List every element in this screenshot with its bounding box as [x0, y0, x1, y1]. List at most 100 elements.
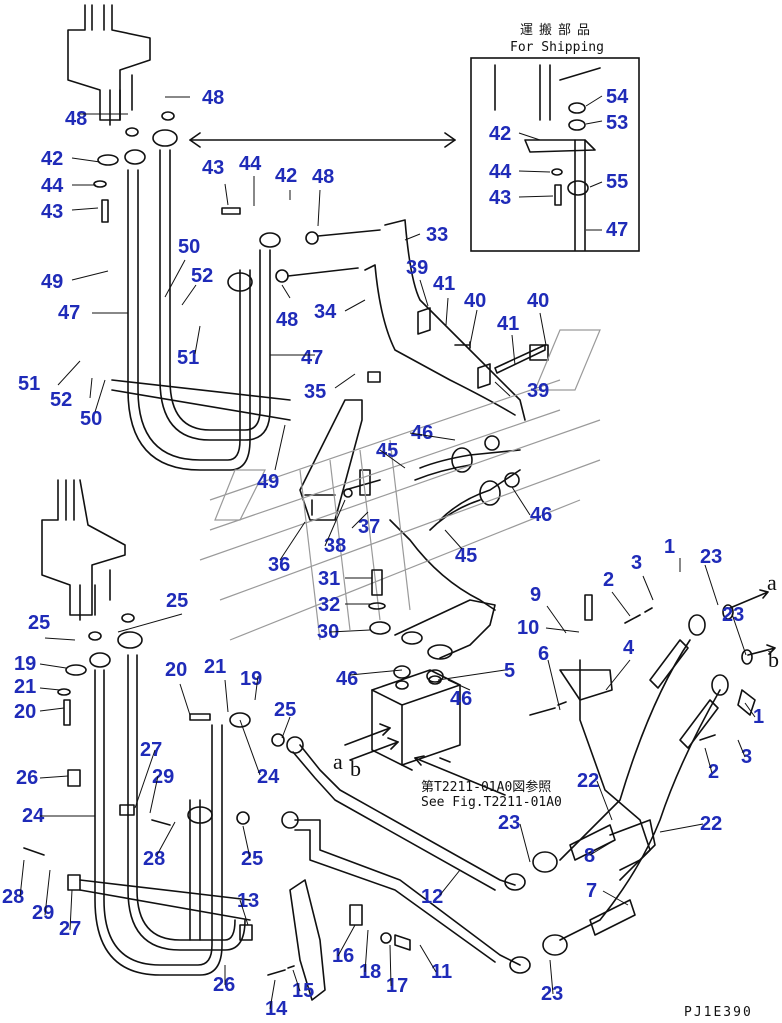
callout: 50: [80, 408, 102, 430]
callout: 46: [450, 688, 472, 710]
callout: 10: [517, 617, 539, 639]
callout: 41: [433, 273, 455, 295]
callout: 48: [202, 87, 224, 109]
callout: 43: [489, 187, 511, 209]
callout: 54: [606, 86, 629, 108]
callout: 51: [18, 373, 40, 395]
callout: 2: [708, 761, 719, 783]
callout: 43: [202, 157, 224, 179]
callout-labels: 48 48 42 44 43 43 44 42 48 33 50 52 49 4…: [2, 86, 764, 1020]
callout: 27: [140, 739, 162, 761]
callout: 16: [332, 945, 354, 967]
callout: 52: [50, 389, 72, 411]
callout: 24: [257, 766, 280, 788]
upper-left-flanges: [93, 111, 319, 292]
callout: 51: [177, 347, 199, 369]
callout: 22: [700, 813, 722, 835]
callout: 49: [41, 271, 63, 293]
callout: 2: [603, 569, 614, 591]
callout: 47: [301, 347, 323, 369]
callout: 22: [577, 770, 599, 792]
callout: 53: [606, 112, 628, 134]
port-b-lower: b: [768, 647, 779, 672]
callout: 11: [431, 961, 452, 983]
callout: 42: [489, 123, 511, 145]
callout: 8: [584, 845, 595, 867]
callout: 47: [606, 219, 628, 241]
right-upper-hoses: [287, 219, 526, 611]
port-b-upper: b: [350, 756, 361, 781]
steel-tubes: [281, 736, 531, 974]
callout: 4: [623, 637, 635, 659]
callout: 19: [14, 653, 36, 675]
callout: 41: [497, 313, 519, 335]
callout: 7: [586, 880, 597, 902]
callout: 19: [240, 668, 262, 690]
callout: 28: [2, 886, 24, 908]
callout: 39: [527, 380, 549, 402]
callout: 25: [166, 590, 188, 612]
callout: 46: [530, 504, 552, 526]
central-fittings: [368, 569, 496, 660]
callout: 14: [265, 998, 288, 1020]
callout: 42: [41, 148, 63, 170]
double-arrow: [189, 132, 456, 148]
callout: 17: [386, 975, 408, 997]
callout: 37: [358, 516, 380, 538]
lower-left-fittings: [23, 613, 285, 941]
callout: 18: [359, 961, 381, 983]
port-a-upper: a: [333, 749, 343, 774]
callout: 3: [741, 746, 752, 768]
callout: 23: [722, 604, 744, 626]
upper-left-hoses: [111, 149, 291, 471]
bracket-36: [299, 399, 381, 521]
for-shipping-box: [470, 57, 640, 252]
callout: 1: [664, 536, 675, 558]
callout: 48: [312, 166, 334, 188]
callout: 44: [239, 153, 262, 175]
callout: 25: [274, 699, 296, 721]
drawing-code: PJ1E390: [684, 1005, 753, 1020]
reference-jp: 第T2211-01A0図参照: [421, 779, 551, 795]
callout: 45: [376, 440, 398, 462]
callout: 49: [257, 471, 279, 493]
callout: 29: [152, 766, 174, 788]
callout: 45: [455, 545, 477, 567]
callout: 12: [421, 886, 443, 908]
callout: 35: [304, 381, 326, 403]
callout: 20: [165, 659, 187, 681]
callout: 20: [14, 701, 36, 723]
callout: 9: [530, 584, 541, 606]
callout: 26: [213, 974, 235, 996]
control-valve-block: [371, 665, 461, 771]
callout: 46: [411, 422, 433, 444]
callout: 50: [178, 236, 200, 258]
callout: 42: [275, 165, 297, 187]
shipping-title-en: For Shipping: [510, 40, 604, 55]
callout: 43: [41, 201, 63, 223]
callout: 28: [143, 848, 165, 870]
lower-bracket: [267, 879, 411, 1001]
callout: 30: [317, 621, 339, 643]
callout: 40: [527, 290, 549, 312]
upper-valve-block: [67, 4, 151, 126]
callout: 31: [318, 568, 340, 590]
callout: 6: [538, 643, 549, 665]
callout: 48: [276, 309, 298, 331]
callout: 29: [32, 902, 54, 924]
callout: 36: [268, 554, 290, 576]
callout: 44: [41, 175, 64, 197]
lower-left-hoses: [79, 654, 251, 976]
lower-valve-block: [41, 479, 126, 621]
callout: 24: [22, 805, 45, 827]
callout: 34: [314, 301, 337, 323]
callout: 39: [406, 257, 428, 279]
callout: 38: [324, 535, 346, 557]
callout: 25: [241, 848, 263, 870]
callout: 44: [489, 161, 512, 183]
background-guides: [199, 329, 601, 641]
callout: 21: [204, 656, 226, 678]
callout: 46: [336, 668, 358, 690]
